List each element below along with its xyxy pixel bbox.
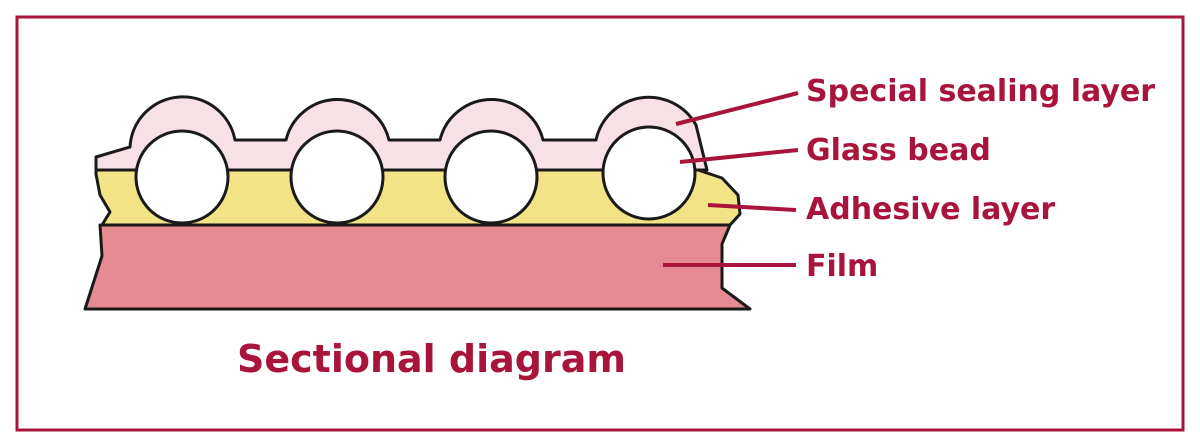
- glass-bead: [134, 129, 230, 225]
- leader-line-bead: [679, 148, 799, 164]
- diagram-border: [15, 15, 1185, 432]
- label-glass-bead: Glass bead: [806, 133, 991, 168]
- sealing-layer: [94, 95, 709, 176]
- label-adhesive-layer: Adhesive layer: [806, 192, 1055, 227]
- glass-bead: [443, 129, 539, 225]
- diagram-title: Sectional diagram: [237, 337, 626, 381]
- leader-line-sealing: [675, 91, 799, 126]
- glass-bead: [289, 129, 385, 225]
- glass-bead: [601, 125, 697, 221]
- label-film: Film: [806, 249, 878, 284]
- leader-line-adhesive: [707, 203, 797, 212]
- label-special-sealing-layer: Special sealing layer: [806, 74, 1155, 109]
- film-layer: [83, 223, 752, 311]
